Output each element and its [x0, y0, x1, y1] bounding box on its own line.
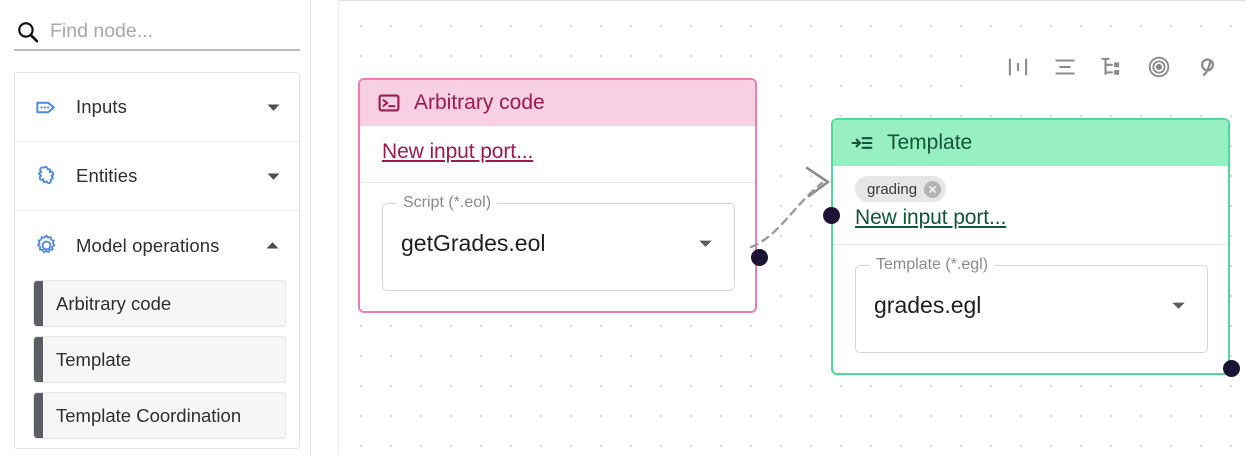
fit-to-center-icon[interactable] — [1135, 43, 1182, 90]
node-ports-template: grading New input port... — [833, 166, 1228, 244]
palette-node-arbitrary-code[interactable]: Arbitrary code — [33, 280, 286, 327]
edge-arrow-head — [805, 166, 830, 198]
flow-canvas[interactable]: Arbitrary code New input port... Script … — [338, 0, 1246, 455]
script-select-label: Script (*.eol) — [397, 194, 498, 212]
node-divider — [833, 244, 1228, 245]
palette-node-template[interactable]: Template — [33, 336, 286, 383]
list-item-label: Template Coordination — [56, 404, 242, 426]
search-field[interactable] — [14, 13, 300, 51]
node-title: Template — [887, 131, 973, 154]
search-input[interactable] — [50, 19, 290, 43]
list-item-label: Template — [56, 348, 132, 370]
sidebar-divider — [310, 0, 311, 455]
tangle-edges-icon[interactable] — [1182, 43, 1229, 90]
node-ports-arbitrary-code: New input port... — [360, 126, 755, 182]
chip-label: grading — [867, 180, 918, 198]
node-palette-sidebar: Inputs Entities — [0, 0, 311, 455]
list-item-label: Arbitrary code — [56, 292, 172, 314]
flow-node-template[interactable]: Template grading New input port... — [823, 118, 1240, 377]
input-port-chip-grading[interactable]: grading — [855, 176, 947, 202]
template-select-value: grades.egl — [874, 291, 982, 318]
output-port-template[interactable] — [1223, 360, 1240, 377]
node-fields-arbitrary-code: Script (*.eol) getGrades.eol — [360, 183, 755, 311]
tree-layout-icon[interactable] — [1088, 43, 1135, 90]
canvas-top-border — [339, 0, 1246, 1]
canvas-toolbar — [990, 40, 1233, 93]
sidebar-item-label: Inputs — [76, 96, 127, 117]
chevron-down-icon[interactable] — [263, 166, 283, 186]
palette-accordion-panel: Inputs Entities — [14, 72, 300, 449]
sidebar-item-label: Model operations — [76, 234, 220, 256]
sidebar-item-model-operations[interactable]: Model operations — [15, 211, 299, 280]
chevron-up-icon[interactable] — [263, 236, 283, 256]
template-arrow-list-icon — [849, 130, 875, 156]
node-header-template[interactable]: Template — [833, 120, 1228, 166]
chevron-down-icon[interactable] — [694, 232, 716, 254]
new-input-port-link[interactable]: New input port... — [382, 140, 534, 163]
edge-arbitrary-code-to-template — [749, 181, 824, 249]
template-select[interactable]: Template (*.egl) grades.egl — [855, 256, 1208, 353]
tag-dots-icon — [33, 94, 59, 120]
script-select-value: getGrades.eol — [401, 229, 546, 256]
node-fields-template: Template (*.egl) grades.egl — [833, 245, 1228, 373]
sidebar-item-entities[interactable]: Entities — [15, 142, 299, 211]
input-port-template[interactable] — [823, 207, 840, 224]
node-header-arbitrary-code[interactable]: Arbitrary code — [360, 80, 755, 126]
terminal-icon — [376, 90, 402, 116]
new-input-port-link[interactable]: New input port... — [855, 206, 1007, 229]
sidebar-item-inputs[interactable]: Inputs — [15, 73, 299, 142]
output-port-arbitrary-code[interactable] — [751, 249, 768, 266]
align-horizontal-icon[interactable] — [994, 43, 1041, 90]
sidebar-item-label: Entities — [76, 165, 138, 186]
model-operations-node-list: Arbitrary code Template Template Coordin… — [15, 280, 299, 439]
chevron-down-icon[interactable] — [1167, 294, 1189, 316]
search-icon — [14, 18, 40, 44]
template-select-label: Template (*.egl) — [870, 256, 995, 274]
script-select[interactable]: Script (*.eol) getGrades.eol — [382, 194, 735, 291]
align-vertical-icon[interactable] — [1041, 43, 1088, 90]
puzzle-piece-icon — [33, 163, 59, 189]
palette-node-template-coordination[interactable]: Template Coordination — [33, 392, 286, 439]
gear-icon — [33, 233, 59, 259]
node-divider — [360, 182, 755, 183]
close-circle-icon[interactable] — [924, 180, 942, 198]
chevron-down-icon[interactable] — [263, 97, 283, 117]
node-title: Arbitrary code — [414, 91, 545, 114]
flow-node-arbitrary-code[interactable]: Arbitrary code New input port... Script … — [358, 78, 768, 313]
